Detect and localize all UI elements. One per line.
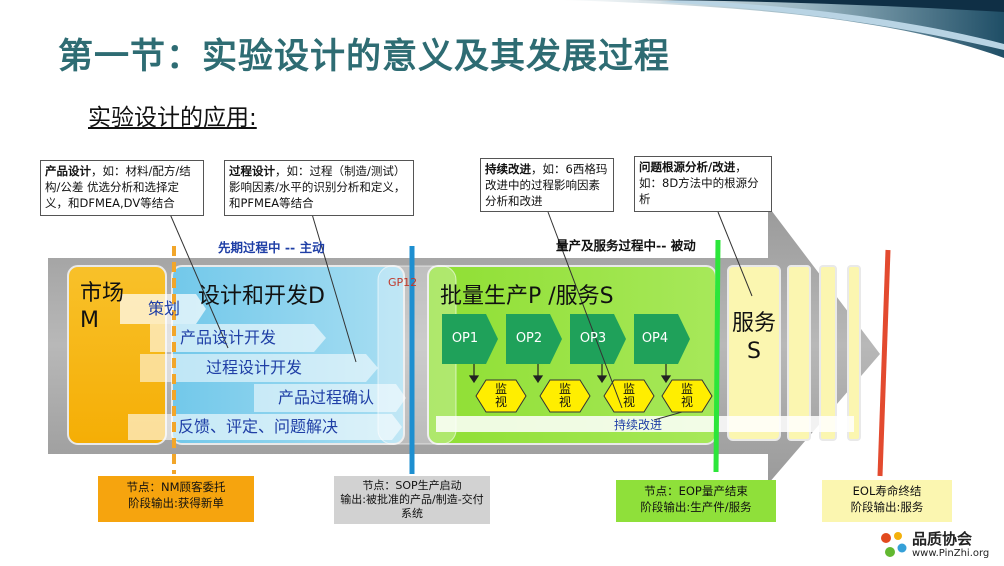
callout-process-design-text: ，如：过程（制造/测试）影响因素/水平的识别分析和定义，和PFMEA等结合	[229, 164, 406, 210]
op2-label: OP2	[515, 331, 543, 346]
task-arrow-planning	[120, 294, 206, 324]
eop-milestone-line	[713, 239, 721, 473]
task-feedback: 反馈、评定、问题解决	[178, 417, 339, 436]
header-swoosh-decoration	[560, 0, 1004, 58]
task-arrow-feedback	[128, 414, 402, 440]
monitor-label-3: 监视	[622, 382, 635, 409]
service-stage-label: 服务 S	[731, 311, 776, 364]
service-band-1	[787, 265, 811, 441]
continuous-improvement-bar	[436, 416, 854, 432]
callout-root-cause-text: ，如：8D方法中的根源分析	[639, 160, 759, 206]
service-band-3	[847, 265, 861, 441]
monitor-label-4: 监视	[680, 382, 693, 409]
node-eop-line2: 阶段输出:生产件/服务	[640, 500, 752, 514]
design-stage-label: 设计和开发D	[198, 284, 325, 309]
op1-label: OP1	[451, 331, 479, 346]
logo-mark-icon	[881, 532, 907, 557]
callout-root-cause-heading: 问题根源分析/改进	[639, 160, 736, 174]
task-validation: 产品过程确认	[278, 388, 375, 407]
node-sop-line1: 节点：SOP生产启动	[362, 479, 462, 492]
node-eol-line1: EOL寿命终结	[852, 484, 922, 498]
task-process-design: 过程设计开发	[206, 358, 303, 377]
mass-phase-label: 量产及服务过程中-- 被动	[556, 238, 696, 253]
eol-milestone-line	[877, 249, 891, 477]
node-sop-line2: 输出:被批准的产品/制造-交付系统	[340, 493, 484, 520]
gp12-label: GP12	[388, 276, 418, 289]
early-phase-label: 先期过程中 -- 主动	[218, 240, 325, 255]
task-arrow-process-design	[140, 354, 378, 382]
monitor-hex-1	[475, 379, 527, 413]
node-eop: 节点：EOP量产结束 阶段输出:生产件/服务	[616, 480, 776, 522]
callout-continuous-improvement: 持续改进，如：6西格玛改进中的过程影响因素分析和改进	[480, 158, 614, 212]
page-title: 第一节：实验设计的意义及其发展过程	[58, 37, 671, 77]
callout-product-design: 产品设计，如：材料/配方/结构/公差 优选分析和选择定义，和DFMEA,DV等结…	[40, 160, 204, 216]
page-subtitle: 实验设计的应用:	[88, 105, 257, 131]
callout-root-cause: 问题根源分析/改进，如：8D方法中的根源分析	[634, 156, 772, 212]
task-arrow-product-design	[150, 324, 326, 352]
task-product-design: 产品设计开发	[180, 328, 277, 347]
continuous-improvement-label: 持续改进	[614, 418, 663, 432]
op4-label: OP4	[641, 331, 669, 346]
logo-url: www.PinZhi.org	[912, 548, 990, 559]
callout-process-design: 过程设计，如：过程（制造/测试）影响因素/水平的识别分析和定义，和PFMEA等结…	[224, 160, 414, 216]
task-arrow-validation	[254, 384, 406, 412]
op3-label: OP3	[579, 331, 607, 346]
callout-ci-heading: 持续改进	[485, 162, 531, 176]
op3-shape	[570, 314, 626, 364]
monitor-hex-2	[539, 379, 591, 413]
task-planning: 策划	[148, 299, 181, 318]
op1-shape	[442, 314, 498, 364]
callout-product-design-heading: 产品设计	[45, 164, 91, 178]
node-eop-line1: 节点：EOP量产结束	[644, 484, 748, 498]
node-sop: 节点：SOP生产启动 输出:被批准的产品/制造-交付系统	[334, 476, 490, 524]
production-stage-label: 批量生产P /服务S	[440, 284, 614, 309]
monitor-hex-4	[661, 379, 713, 413]
node-nm-line2: 阶段输出:获得新单	[128, 496, 224, 510]
monitor-label-1: 监视	[494, 382, 507, 409]
monitor-label-2: 监视	[558, 382, 571, 409]
node-nm-line1: 节点：NM顾客委托	[126, 480, 226, 494]
op2-shape	[506, 314, 562, 364]
node-nm: 节点：NM顾客委托 阶段输出:获得新单	[98, 476, 254, 522]
service-stage-box	[727, 265, 781, 441]
logo-name: 品质协会	[912, 530, 973, 548]
callout-ci-text: ，如：6西格玛改进中的过程影响因素分析和改进	[485, 162, 608, 208]
market-stage-label: 市场 M	[80, 281, 125, 333]
service-band-2	[819, 265, 837, 441]
monitor-hex-3	[603, 379, 655, 413]
node-eol-line2: 阶段输出:服务	[850, 500, 924, 514]
callout-process-design-heading: 过程设计	[229, 164, 275, 178]
callout-product-design-text: ，如：材料/配方/结构/公差 优选分析和选择定义，和DFMEA,DV等结合	[45, 164, 191, 210]
op4-shape	[634, 314, 690, 364]
node-eol: EOL寿命终结 阶段输出:服务	[822, 480, 952, 522]
